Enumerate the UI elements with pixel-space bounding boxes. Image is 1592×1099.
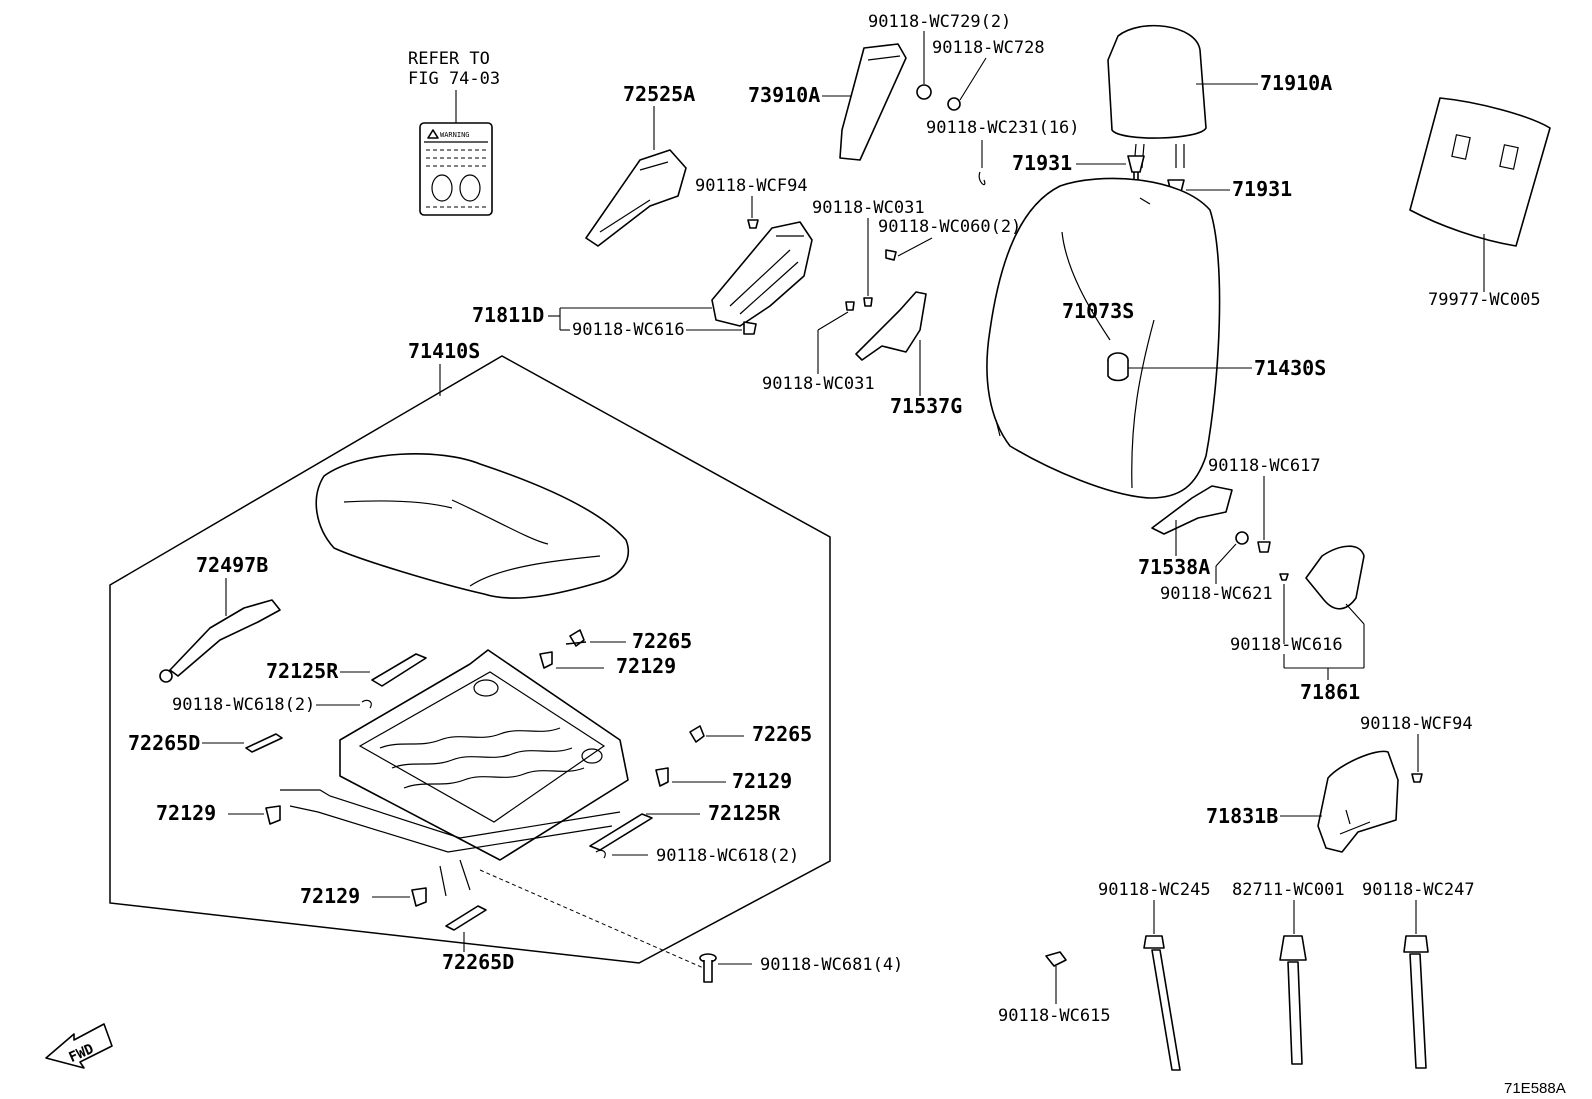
refer-note-line2: FIG 74-03 (408, 69, 500, 89)
part-72129-clip-upper (539, 651, 553, 669)
part-71073S-seatback-pad (986, 177, 1221, 499)
label-90118-WC729: 90118-WC729(2) (868, 12, 1011, 32)
label-72265D-lower: 72265D (442, 950, 514, 974)
label-73910A: 73910A (748, 83, 820, 107)
part-72125R-rail-upper (371, 653, 427, 687)
part-71910A-headrest (1107, 24, 1207, 169)
label-71831B: 71831B (1206, 804, 1278, 828)
part-71861-cover (1305, 545, 1365, 610)
part-WC231-hog-ring (978, 171, 986, 186)
label-72125R-upper: 72125R (266, 659, 339, 683)
label-71410S: 71410S (408, 339, 480, 363)
part-72129-clip-lower (411, 887, 427, 907)
label-71538A: 71538A (1138, 555, 1210, 579)
part-WC729-nut (916, 84, 932, 100)
part-71538A-bracket (1151, 485, 1233, 535)
part-71811D-recliner-cover (711, 221, 813, 327)
part-WC060-screw (885, 249, 897, 261)
label-71861: 71861 (1300, 680, 1360, 704)
label-90118-WC616-lower: 90118-WC616 (1230, 635, 1343, 655)
part-WC245-cable-tie (1143, 935, 1181, 1071)
label-72129-left: 72129 (156, 801, 216, 825)
part-72125R-rail-lower (589, 813, 653, 851)
label-71073S: 71073S (1062, 299, 1134, 323)
label-90118-WC245: 90118-WC245 (1098, 880, 1211, 900)
part-WC031-bolt-upper (863, 297, 873, 307)
part-82711-WC001-clamp (1279, 935, 1307, 1065)
part-72129-clip-mid (655, 767, 669, 787)
label-72497B: 72497B (196, 553, 268, 577)
label-90118-WC615: 90118-WC615 (998, 1006, 1111, 1026)
label-71537G: 71537G (890, 394, 962, 418)
part-71430S-lumbar-knob (1107, 352, 1129, 382)
part-cushion-pad (315, 453, 629, 599)
label-90118-WC617: 90118-WC617 (1208, 456, 1321, 476)
part-WC618-clip-upper (361, 699, 372, 709)
warning-label-sticker: WARNING (419, 122, 493, 216)
part-WC681-bolt (699, 953, 717, 983)
part-WCF94-bolt-upper (747, 219, 759, 229)
label-90118-WC231: 90118-WC231(16) (926, 118, 1080, 138)
warning-label-text: WARNING (440, 131, 470, 139)
label-72265-mid: 72265 (752, 722, 812, 746)
label-72265-upper: 72265 (632, 629, 692, 653)
part-71537G-bracket (855, 291, 927, 361)
label-72125R-lower: 72125R (708, 801, 781, 825)
label-72265D-upper: 72265D (128, 731, 200, 755)
part-71831B-side-shield (1317, 750, 1399, 853)
label-90118-WC031-lower: 90118-WC031 (762, 374, 875, 394)
label-72129-lower: 72129 (300, 884, 360, 908)
part-WC616-clip-upper (743, 321, 757, 335)
label-82711-WC001: 82711-WC001 (1232, 880, 1345, 900)
label-72129-upper: 72129 (616, 654, 676, 678)
part-WC728-nut (947, 97, 961, 111)
label-90118-WC060: 90118-WC060(2) (878, 217, 1021, 237)
part-WC247-cable-tie (1403, 935, 1429, 1069)
label-90118-WC618-upper: 90118-WC618(2) (172, 695, 315, 715)
label-90118-WC681: 90118-WC681(4) (760, 955, 903, 975)
fwd-arrow-icon: FWD (45, 1023, 113, 1069)
part-72265-clip-mid (689, 725, 705, 743)
label-72525A: 72525A (623, 82, 695, 106)
label-79977-WC005: 79977-WC005 (1428, 290, 1541, 310)
part-72497B-lever (159, 599, 281, 683)
label-90118-WC616-upper: 90118-WC616 (572, 320, 685, 340)
part-WC617-bolt (1257, 541, 1271, 553)
label-71811D: 71811D (472, 303, 544, 327)
part-WC616-clip-lower (1279, 573, 1289, 581)
part-WC031-bolt-lower (845, 301, 855, 311)
label-90118-WC031-upper: 90118-WC031 (812, 198, 925, 218)
label-90118-WC621: 90118-WC621 (1160, 584, 1273, 604)
figure-code: 71E588A (1504, 1080, 1566, 1097)
refer-note-line1: REFER TO (408, 49, 490, 69)
part-72129-clip-left (265, 805, 281, 825)
part-seat-frame (280, 649, 629, 897)
label-90118-WCF94-upper: 90118-WCF94 (695, 176, 808, 196)
part-72265D-cover-upper (245, 733, 283, 753)
part-73910A-side-cover (839, 43, 907, 161)
label-90118-WC728: 90118-WC728 (932, 38, 1045, 58)
label-71430S: 71430S (1254, 356, 1326, 380)
part-WC621-nut (1235, 531, 1249, 545)
part-WC615-clip (1045, 951, 1067, 967)
label-90118-WCF94-lower: 90118-WCF94 (1360, 714, 1473, 734)
cushion-assembly-boundary (109, 355, 831, 964)
label-90118-WC247: 90118-WC247 (1362, 880, 1475, 900)
part-72525A-recliner-lever (585, 149, 687, 247)
part-WCF94-bolt-lower (1411, 773, 1423, 783)
part-79977-WC005-back-board (1409, 97, 1551, 247)
label-90118-WC618-lower: 90118-WC618(2) (656, 846, 799, 866)
part-72265D-cover-lower (445, 905, 487, 931)
part-WC618-clip-lower (595, 849, 606, 859)
label-72129-mid: 72129 (732, 769, 792, 793)
part-72265-clip-upper (565, 629, 587, 647)
label-71931-left: 71931 (1012, 151, 1072, 175)
label-71910A: 71910A (1260, 71, 1332, 95)
label-71931-right: 71931 (1232, 177, 1292, 201)
